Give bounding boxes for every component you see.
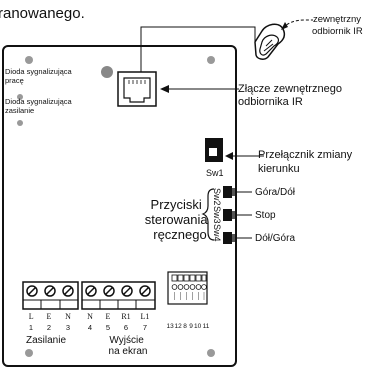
output-terminal-letters: N E R1 L1 (87, 312, 149, 321)
sw1-label: Sw1 (206, 168, 224, 178)
button-sw4-label: Dół/Góra (255, 233, 295, 244)
led-work-indicator (101, 66, 113, 78)
terminal-screw (121, 285, 133, 297)
extra-connector (167, 271, 208, 305)
mounting-hole-top-right (207, 56, 215, 64)
ir-connector (117, 71, 157, 107)
sw3-label: Sw3 (212, 206, 222, 224)
extra-connector-numbers: 13 12 8 9 10 11 (166, 323, 209, 330)
manual-buttons-label: Przyciski sterowania ręcznego (145, 197, 212, 242)
ir-cable (140, 26, 256, 72)
sw2-label: Sw2 (212, 188, 222, 206)
button-sw2-label: Góra/Dół (255, 187, 296, 198)
power-label: Zasilanie (26, 335, 66, 346)
ir-receiver-arrowhead (281, 22, 288, 30)
button-sw3 (223, 209, 235, 221)
sw4-label: Sw4 (212, 224, 222, 242)
direction-switch (205, 138, 223, 162)
manual-buttons-brace (201, 188, 215, 241)
terminal-screw (103, 285, 115, 297)
button-sw2 (223, 186, 235, 198)
ir-receiver-label: zewnętrzny odbiornik IR (312, 14, 364, 37)
power-terminal-screws (26, 285, 74, 297)
connector-label: Złącze zewnętrznego odbiornika IR (238, 83, 345, 108)
power-terminal-numbers: 1 2 3 (29, 323, 70, 332)
mounting-hole-bottom-right (207, 349, 215, 357)
button-sw4 (223, 232, 235, 244)
direction-switch-arrowhead (225, 152, 233, 160)
led-power-small (17, 120, 23, 126)
output-terminal-numbers: 4 5 6 7 (88, 323, 147, 332)
power-terminal-letters: L E N (29, 312, 71, 321)
terminal-screw (26, 285, 38, 297)
direction-switch-label: Przełącznik zmiany kierunku (258, 149, 355, 175)
ir-receiver-icon (254, 23, 286, 60)
led-work-label: Dioda sygnalizująca pracę (5, 67, 74, 85)
button-sw3-label: Stop (255, 210, 276, 221)
led-work-small (17, 94, 23, 100)
mounting-hole-top-left (25, 56, 33, 64)
terminal-screw (85, 285, 97, 297)
led-power-label: Dioda sygnalizująca zasilanie (5, 97, 74, 115)
connector-arrowhead (160, 85, 169, 93)
terminal-screw (62, 285, 74, 297)
output-label: Wyjście na ekran (109, 335, 148, 357)
output-terminal-screws (85, 285, 151, 297)
top-text: ranowanego. (0, 5, 85, 22)
mounting-hole-bottom-left (25, 349, 33, 357)
terminal-screw (44, 285, 56, 297)
terminal-screw (139, 285, 151, 297)
